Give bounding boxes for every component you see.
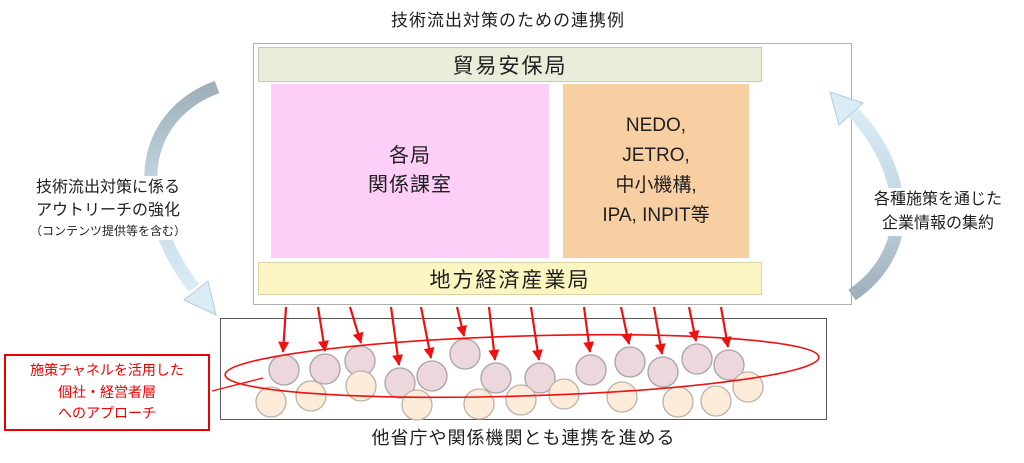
approach-callout-line: へのアプローチ (58, 405, 156, 422)
bureaus-box-line: 関係課室 (368, 174, 452, 196)
bureaus-box-line: 各局 (389, 145, 431, 167)
outreach-annotation-line: （コンテンツ提供等を含む） (29, 224, 186, 239)
agencies-box-line: IPA, INPIT等 (602, 205, 710, 227)
regional-bureau-bar: 地方経済産業局 (258, 262, 762, 295)
outreach-annotation-line: 技術流出対策に係る (35, 179, 180, 196)
agencies-box-line: 中小機構, (615, 175, 697, 196)
agencies-box-line: NEDO, (625, 114, 687, 136)
aggregation-annotation-line: 各種施策を通じた (873, 191, 1002, 208)
regional-bureau-label: 地方経済産業局 (429, 268, 591, 292)
outreach-annotation-line: アウトリーチの強化 (35, 202, 180, 220)
agencies-box: NEDO, JETRO, 中小機構, IPA, INPIT等 (563, 84, 749, 258)
aggregation-annotation: 各種施策を通じた 企業情報の集約 (853, 188, 1023, 236)
bottom-caption: 他省庁や関係機関とも連携を進める (371, 428, 676, 448)
approach-callout-box: 施策チャネルを活用した 個社・経営者層 へのアプローチ (4, 354, 210, 432)
companies-box (220, 318, 827, 420)
aggregation-annotation-line: 企業情報の集約 (881, 215, 994, 232)
diagram-title: 技術流出対策のための連携例 (391, 11, 625, 30)
approach-callout-line: 個社・経営者層 (58, 383, 156, 400)
trade-security-bureau-label: 貿易安保局 (452, 54, 568, 78)
approach-callout-line: 施策チャネルを活用した (30, 362, 184, 378)
trade-security-bureau-bar: 貿易安保局 (258, 47, 762, 82)
bureaus-box: 各局 関係課室 (271, 84, 549, 258)
agencies-box-line: JETRO, (622, 144, 690, 166)
outreach-annotation: 技術流出対策に係る アウトリーチの強化 （コンテンツ提供等を含む） (8, 176, 208, 241)
